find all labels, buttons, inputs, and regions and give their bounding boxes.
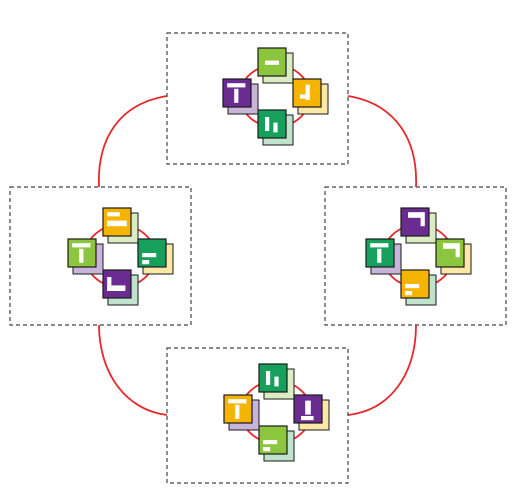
node-glyph: [107, 212, 120, 217]
node-left: [67, 238, 104, 275]
node-bottom: [400, 269, 437, 306]
node-glyph: [228, 399, 247, 404]
node-right: [435, 238, 472, 275]
node-glyph: [227, 83, 246, 88]
node-glyph: [443, 243, 459, 249]
cluster-bottom: [223, 363, 330, 462]
node-left: [222, 78, 259, 115]
node-glyph: [377, 248, 382, 263]
node-glyph: [420, 212, 425, 227]
node-glyph: [142, 260, 150, 265]
node-left: [223, 394, 260, 431]
node-left: [365, 238, 402, 275]
cluster-frame-bottom: [166, 347, 349, 484]
link-arc: [347, 324, 417, 416]
node-bottom: [102, 269, 139, 306]
node-glyph: [300, 94, 306, 99]
node-glyph: [263, 440, 278, 445]
node-glyph: [273, 122, 278, 133]
cluster-left: [67, 207, 174, 306]
node-top: [257, 47, 294, 84]
node-right: [292, 78, 329, 115]
cluster-frame-left: [9, 186, 192, 326]
node-glyph: [370, 243, 389, 248]
node-glyph: [107, 220, 127, 227]
node-glyph: [234, 88, 239, 103]
node-glyph: [405, 284, 420, 289]
node-glyph: [405, 291, 413, 296]
node-glyph: [265, 117, 270, 131]
node-glyph: [265, 60, 279, 65]
node-glyph: [142, 253, 157, 258]
node-glyph: [274, 376, 279, 387]
node-square: [257, 109, 287, 139]
cluster-nodes: [67, 47, 472, 462]
cluster-right: [365, 207, 472, 306]
inter-cluster-links: [98, 95, 417, 416]
cluster-top: [222, 47, 329, 146]
node-glyph: [79, 248, 84, 263]
node-top: [102, 207, 139, 244]
node-top: [400, 207, 437, 244]
cluster-frame-right: [324, 186, 507, 326]
node-glyph: [266, 371, 271, 385]
node-square: [258, 363, 288, 393]
node-top: [258, 363, 295, 400]
node-glyph: [107, 285, 126, 291]
node-glyph: [305, 400, 311, 415]
node-right: [293, 394, 330, 431]
link-arc: [98, 324, 168, 416]
node-glyph: [72, 243, 91, 248]
cluster-frame-top: [166, 32, 349, 165]
node-glyph: [235, 404, 240, 419]
node-glyph: [301, 416, 314, 421]
node-right: [137, 238, 174, 275]
node-glyph: [455, 243, 460, 258]
node-glyph: [263, 447, 271, 452]
cluster-frames: [9, 32, 507, 484]
link-arc: [98, 95, 168, 188]
node-bottom: [257, 109, 294, 146]
link-arc: [347, 95, 417, 188]
node-glyph: [408, 212, 424, 218]
node-bottom: [258, 425, 295, 462]
node-glyph: [305, 84, 310, 100]
node-glyph: [107, 277, 112, 291]
